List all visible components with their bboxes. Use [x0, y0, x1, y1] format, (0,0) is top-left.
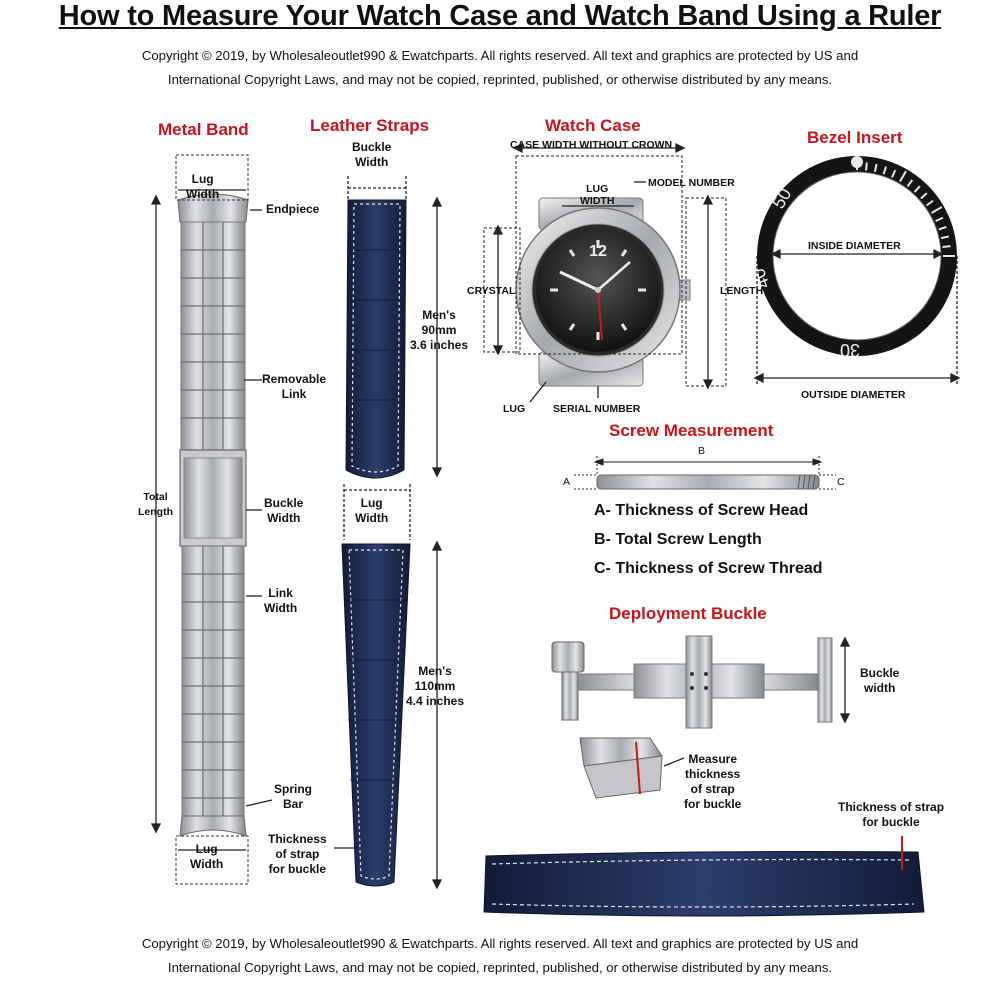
label-strap-buckle-width: Buckle Width — [352, 140, 392, 169]
label-lug: LUG — [503, 403, 526, 415]
heading-bezel-insert: Bezel Insert — [807, 128, 903, 147]
bezel-tick — [942, 245, 951, 249]
label-deploy-buckle-width: Buckle width — [860, 666, 900, 695]
bezel-tick — [873, 163, 878, 173]
label-strap-lug-width: Lug Width — [355, 496, 389, 525]
bezel-num-30: 30 — [840, 340, 860, 360]
bezel-tick — [913, 185, 921, 193]
label-case-lug-width: LUG WIDTH — [580, 183, 615, 207]
label-inside-diameter: INSIDE DIAMETER — [808, 240, 901, 252]
bezel-tick — [899, 170, 907, 183]
label-crystal: CRYSTAL — [467, 285, 516, 297]
heading-deployment-buckle: Deployment Buckle — [609, 604, 767, 623]
label-removable-link: Removable Link — [262, 372, 327, 401]
label-serial-number: SERIAL NUMBER — [553, 403, 641, 415]
label-buckle-width-metal: Buckle Width — [264, 496, 304, 525]
label-lug-width-bottom: Lug Width — [190, 842, 224, 871]
bezel-tick — [930, 206, 943, 214]
label-spring-bar: Spring Bar — [274, 782, 312, 811]
label-length: LENGTH — [720, 285, 764, 297]
metal-band-drawing — [150, 154, 273, 885]
deployment-buckle-drawing — [483, 635, 925, 917]
label-total-length: Total Length — [138, 491, 173, 518]
heading-metal-band: Metal Band — [158, 120, 249, 139]
screw-drawing — [574, 456, 836, 490]
label-mens-110mm: Men's 110mm 4.4 inches — [406, 664, 465, 708]
label-screw-b: B — [698, 445, 706, 457]
watch-case-drawing: 12 — [483, 142, 727, 403]
label-lug-width-top: Lug Width — [186, 172, 220, 201]
label-outside-diameter: OUTSIDE DIAMETER — [801, 389, 906, 401]
copyright-line-1: Copyright © 2019, by Wholesaleoutlet990 … — [141, 48, 859, 63]
copyright-bottom-line-2: International Copyright Laws, and may no… — [167, 960, 833, 975]
bezel-tick — [940, 235, 950, 240]
main-title: How to Measure Your Watch Case and Watch… — [58, 0, 942, 32]
label-strap-thickness: Thickness of strap for buckle — [268, 832, 327, 876]
copyright-notice-top: Copyright © 2019, by Wholesaleoutlet990 … — [60, 44, 940, 92]
legend-item-c: C- Thickness of Screw Thread — [594, 560, 823, 577]
bezel-tick — [882, 166, 887, 175]
label-thickness-strap-buckle: Thickness of strap for buckle — [838, 800, 945, 829]
heading-watch-case: Watch Case — [545, 116, 641, 135]
bezel-tick — [925, 199, 934, 207]
bezel-tick — [935, 216, 944, 222]
label-endpiece: Endpiece — [266, 202, 320, 216]
label-screw-c: C — [837, 476, 845, 488]
bezel-tick — [906, 179, 914, 188]
heading-screw-measurement: Screw Measurement — [609, 421, 774, 440]
label-case-width: CASE WIDTH WITHOUT CROWN — [510, 139, 673, 151]
label-link-width: Link Width — [264, 586, 298, 615]
heading-leather-straps: Leather Straps — [310, 116, 430, 135]
label-screw-a: A — [563, 476, 571, 488]
legend-item-a: A- Thickness of Screw Head — [594, 502, 809, 519]
label-model-number: MODEL NUMBER — [648, 177, 735, 189]
label-mens-90mm: Men's 90mm 3.6 inches — [410, 308, 469, 352]
bezel-tick — [920, 192, 928, 200]
copyright-line-2: International Copyright Laws, and may no… — [167, 72, 833, 87]
bezel-insert-drawing: 50 40 30 — [748, 156, 961, 384]
dial-numeral-12: 12 — [589, 243, 607, 260]
copyright-notice-bottom: Copyright © 2019, by Wholesaleoutlet990 … — [60, 932, 940, 980]
leather-strap-drawing — [334, 176, 443, 890]
bezel-tick — [891, 169, 897, 178]
bezel-tick — [864, 162, 868, 171]
bezel-tick — [938, 226, 947, 231]
legend-item-b: B- Total Screw Length — [594, 531, 762, 548]
bezel-ticks — [856, 158, 955, 257]
label-measure-thickness: Measure thickness of strap for buckle — [684, 752, 742, 811]
copyright-bottom-line-1: Copyright © 2019, by Wholesaleoutlet990 … — [141, 936, 859, 951]
